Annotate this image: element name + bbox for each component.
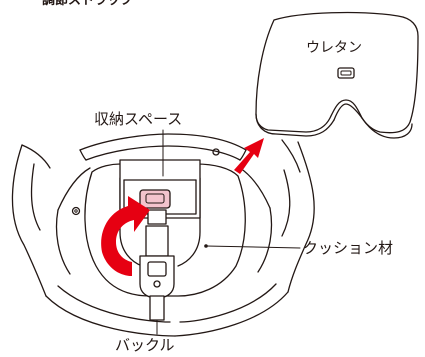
buckle-label: バックル	[115, 336, 175, 354]
urethane-block	[255, 11, 419, 139]
lift-arrow-icon	[234, 138, 264, 174]
storage-space-label: 収納スペース	[94, 110, 182, 128]
rotate-arrow-icon	[101, 196, 150, 276]
buckle-assembly	[139, 189, 175, 321]
urethane-label: ウレタン	[306, 40, 362, 56]
cushion-material-label: クッション材	[303, 239, 393, 257]
seat-back	[79, 133, 247, 161]
top-cut-label: 調節ストラップ	[42, 0, 134, 8]
buckle-latch	[139, 189, 171, 209]
seat-shell	[11, 139, 315, 337]
